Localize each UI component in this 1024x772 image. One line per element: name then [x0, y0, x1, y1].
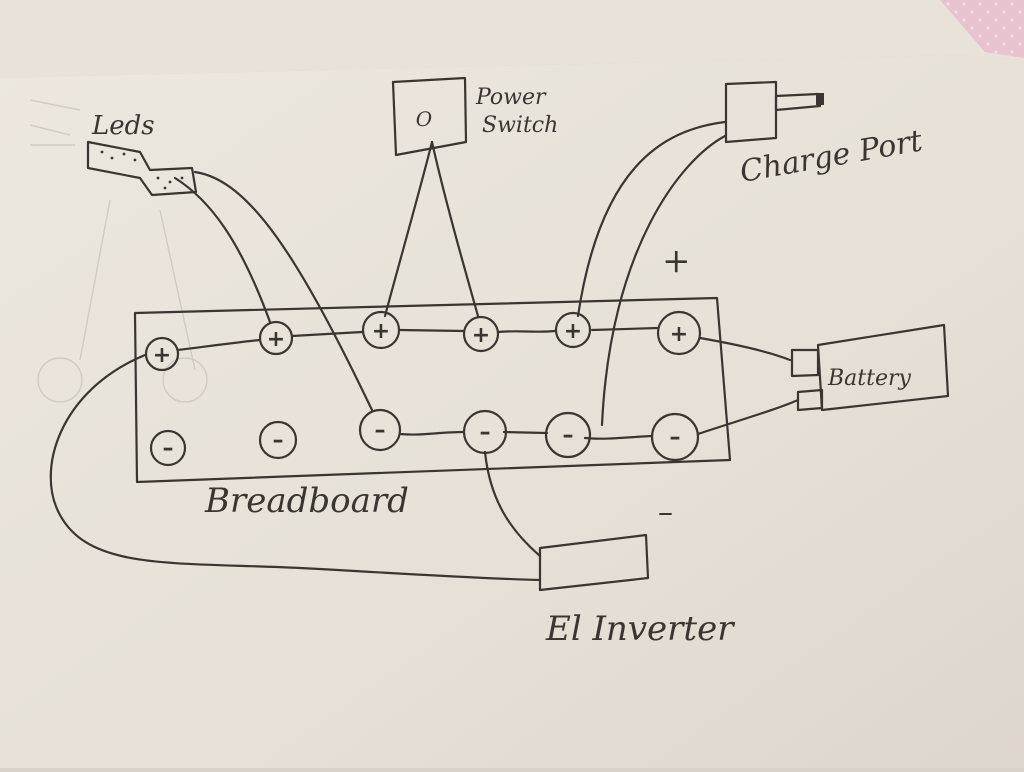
svg-text:–: –	[480, 420, 491, 445]
plus-mark: +	[662, 241, 691, 281]
svg-text:+: +	[670, 322, 688, 347]
back-sheet	[0, 0, 1024, 78]
svg-text:–: –	[670, 425, 681, 450]
terminal-positive: +	[144, 336, 180, 372]
battery	[790, 323, 950, 412]
terminal-negative: –	[544, 411, 592, 459]
svg-text:–: –	[563, 423, 574, 448]
svg-text:–: –	[273, 428, 284, 453]
terminal-negative: –	[462, 409, 508, 455]
svg-text:–: –	[163, 436, 174, 461]
power-switch: O	[391, 76, 468, 157]
svg-text:–: –	[375, 418, 386, 443]
svg-text:+: +	[372, 319, 390, 344]
terminal-positive: +	[258, 320, 294, 356]
switch-symbol: O	[416, 107, 432, 131]
negative-terminals: – – – – – –	[149, 408, 700, 467]
leds-label: Leds	[91, 111, 155, 141]
paper-sheet	[0, 55, 1024, 768]
terminal-negative: –	[258, 420, 298, 460]
terminal-negative: –	[358, 408, 402, 452]
led-strip	[86, 140, 198, 197]
terminal-positive: +	[361, 310, 401, 350]
battery-label: Battery	[827, 366, 912, 391]
svg-text:+: +	[564, 319, 582, 344]
terminal-negative: –	[149, 429, 187, 467]
power-switch-label-line1: Power	[475, 85, 547, 110]
breadboard-label: Breadboard	[204, 481, 409, 521]
positive-terminals: + + + + + +	[144, 310, 702, 372]
minus-mark: –	[658, 495, 673, 530]
pink-cloth	[940, 0, 1024, 58]
terminal-positive: +	[554, 311, 592, 349]
terminal-negative: –	[650, 412, 700, 462]
breadboard-outline	[133, 296, 732, 484]
svg-text:+: +	[153, 343, 171, 368]
power-switch-label-line2: Switch	[482, 113, 558, 138]
wires	[49, 120, 800, 582]
svg-text:+: +	[267, 327, 285, 352]
ghost-marks	[29, 99, 208, 403]
charge-port	[724, 80, 824, 144]
terminal-positive: +	[462, 315, 500, 353]
plug-tip	[816, 93, 824, 105]
el-inverter-label: El Inverter	[545, 609, 735, 649]
el-inverter	[538, 533, 650, 592]
svg-text:+: +	[472, 323, 490, 348]
terminal-positive: +	[656, 310, 702, 356]
